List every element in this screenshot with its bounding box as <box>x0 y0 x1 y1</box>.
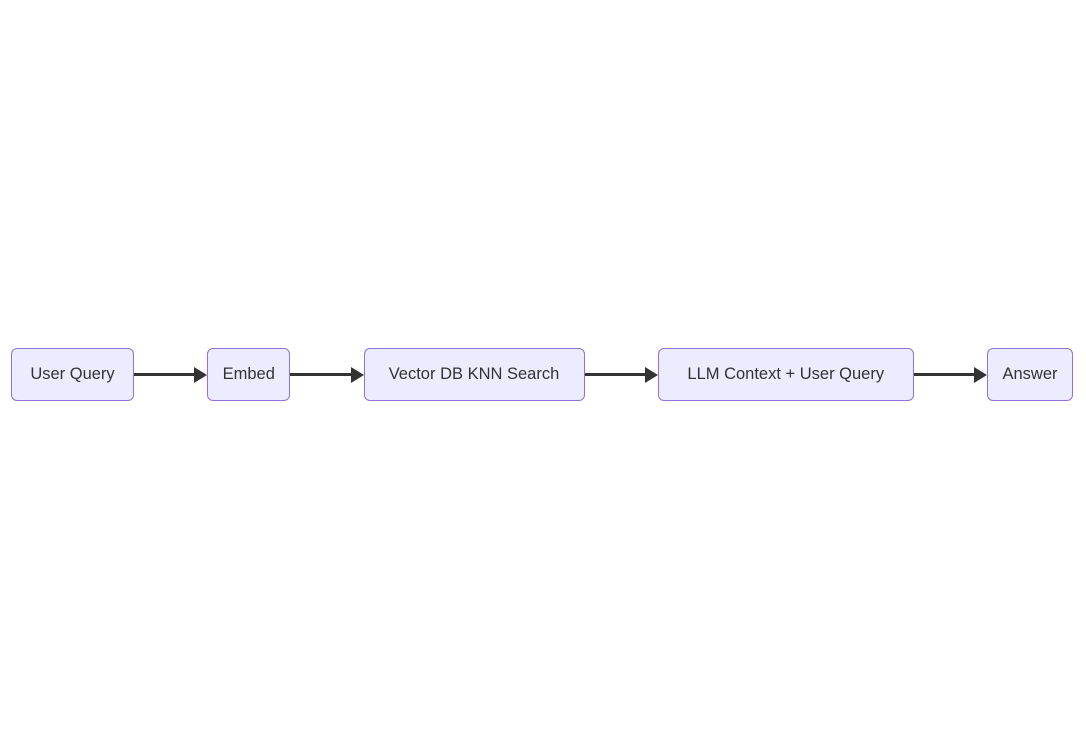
node-embed: Embed <box>207 348 291 401</box>
flowchart-row: User Query Embed Vector DB KNN Search LL… <box>11 348 1073 401</box>
flow-arrow-4 <box>913 366 987 383</box>
arrowhead-icon <box>194 366 208 383</box>
flow-arrow-2 <box>290 366 364 383</box>
flow-arrow-1 <box>134 366 208 383</box>
arrow-shaft <box>134 373 195 376</box>
arrow-shaft <box>913 373 974 376</box>
node-answer: Answer <box>987 348 1073 401</box>
arrow-shaft <box>290 373 351 376</box>
arrow-shaft <box>584 373 645 376</box>
node-label: Vector DB KNN Search <box>388 365 560 383</box>
node-label: Answer <box>1002 365 1058 383</box>
node-llm-context-user-query: LLM Context + User Query <box>657 348 914 401</box>
node-user-query: User Query <box>11 348 134 401</box>
arrowhead-icon <box>350 366 364 383</box>
flow-arrow-3 <box>584 366 658 383</box>
node-label: Embed <box>222 365 275 383</box>
node-vector-db-knn-search: Vector DB KNN Search <box>363 348 585 401</box>
arrowhead-icon <box>644 366 658 383</box>
node-label: LLM Context + User Query <box>687 365 885 383</box>
node-label: User Query <box>30 365 115 383</box>
arrowhead-icon <box>974 366 987 383</box>
